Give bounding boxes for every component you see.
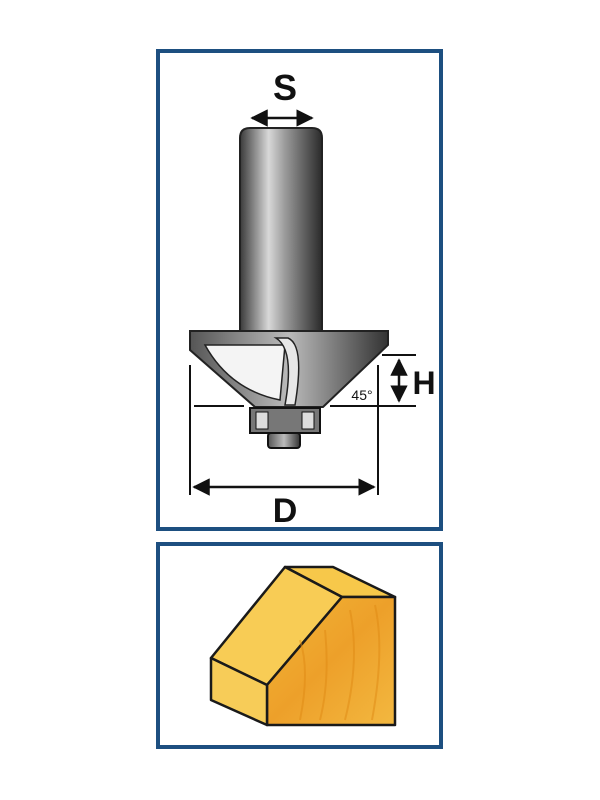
bit-shank <box>239 127 323 333</box>
side-face <box>209 656 269 727</box>
cutter-flute <box>203 344 286 401</box>
bearing-pin <box>267 432 301 449</box>
cutter-edge <box>273 337 300 406</box>
height-label: H <box>412 365 435 401</box>
front-face <box>265 595 397 727</box>
shank-label: S <box>273 67 297 108</box>
chamfer-profile-wood-block <box>209 565 397 727</box>
wood-grain <box>299 604 381 721</box>
bearing-race <box>301 411 315 430</box>
diameter-label: D <box>273 492 298 530</box>
bearing-race <box>255 411 269 430</box>
angle-label: 45° <box>351 387 372 403</box>
